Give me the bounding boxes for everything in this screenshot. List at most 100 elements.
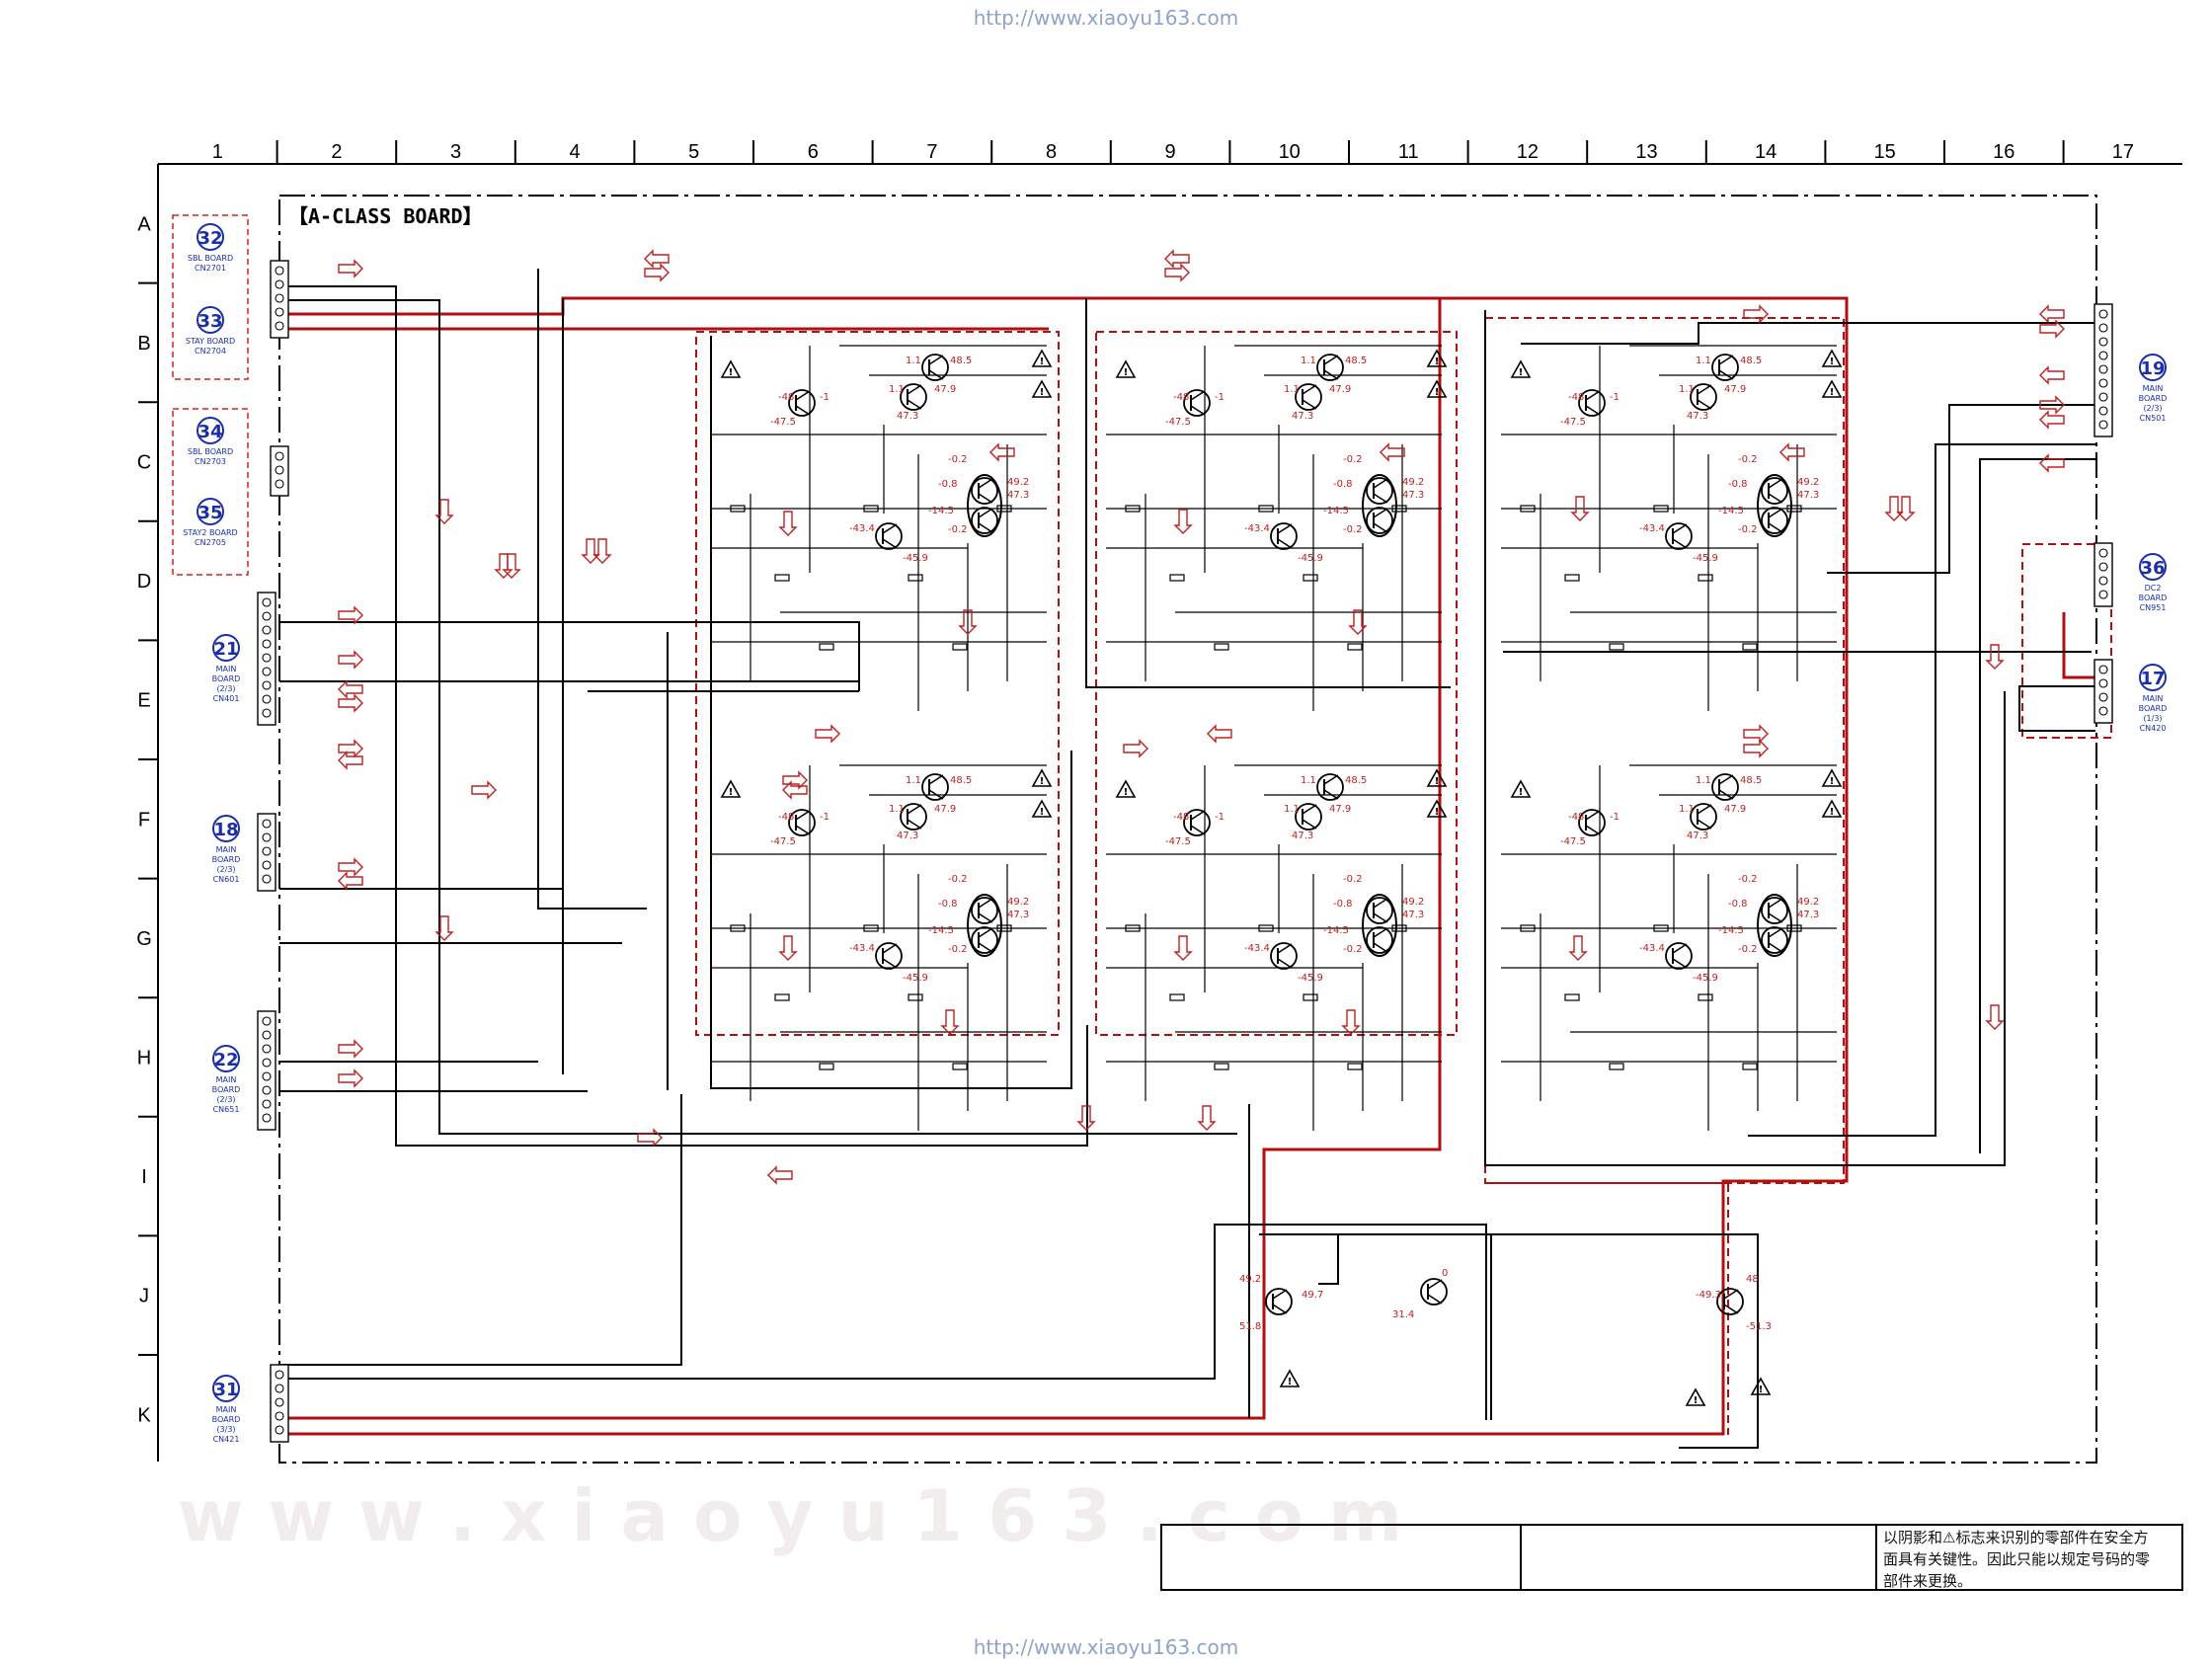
voltage-label: -0.2 bbox=[1738, 524, 1758, 535]
arrow-shape bbox=[2039, 319, 2065, 339]
transistor-symbol bbox=[1711, 773, 1739, 801]
safety-note-line: 面具有关键性。因此只能以规定号码的零 bbox=[1883, 1550, 2151, 1568]
signal-arrow-icon bbox=[2039, 395, 2065, 415]
arrow-shape bbox=[1173, 509, 1193, 534]
arrow-shape bbox=[338, 1069, 363, 1088]
voltage-label: -47.5 bbox=[1165, 417, 1191, 428]
transistor-emitter bbox=[1427, 1294, 1443, 1305]
transistor-symbol bbox=[1295, 803, 1322, 831]
connector-pin bbox=[275, 1425, 284, 1435]
resistor-symbol bbox=[1698, 574, 1713, 582]
output-pair bbox=[967, 474, 1002, 537]
connector-label: BOARD bbox=[2139, 594, 2168, 602]
transistor-emitter bbox=[1277, 958, 1293, 969]
voltage-label: 48.5 bbox=[1345, 356, 1367, 366]
voltage-label: 48 bbox=[1746, 1274, 1759, 1285]
connector-label: CN651 bbox=[213, 1105, 240, 1114]
warning-mark: ! bbox=[1435, 807, 1440, 818]
resistor-symbol bbox=[1520, 924, 1536, 932]
connector-body bbox=[270, 1364, 289, 1443]
transistor-collector bbox=[1672, 523, 1688, 534]
warning-icon bbox=[1821, 349, 1843, 367]
warning-icon bbox=[720, 359, 742, 378]
connector-pin bbox=[2098, 692, 2108, 702]
header-url[interactable]: http://www.xiaoyu163.com bbox=[973, 6, 1239, 30]
warning-mark: ! bbox=[1830, 807, 1835, 818]
arrow-shape bbox=[815, 724, 840, 744]
transistor-emitter bbox=[1272, 1304, 1288, 1314]
connector-number: 18 bbox=[213, 820, 238, 840]
signal-arrow-icon bbox=[815, 724, 840, 744]
connector-number: 31 bbox=[213, 1380, 238, 1400]
resistor-symbol bbox=[1214, 1063, 1229, 1070]
arrow-shape bbox=[1123, 739, 1148, 758]
transistor-emitter bbox=[1585, 825, 1601, 835]
arrow-shape bbox=[782, 780, 808, 800]
voltage-label: 1.1 bbox=[906, 775, 921, 786]
transistor-emitter bbox=[1373, 912, 1388, 923]
connector-label: BOARD bbox=[212, 855, 241, 864]
column-label: 17 bbox=[2112, 141, 2134, 163]
resistor-symbol bbox=[952, 1063, 968, 1070]
connector-label: CN420 bbox=[2140, 724, 2167, 733]
connector-number-badge bbox=[212, 634, 240, 662]
voltage-label: -0.8 bbox=[938, 479, 958, 490]
connector-label: BOARD bbox=[2139, 704, 2168, 713]
connector-pin bbox=[275, 465, 284, 475]
connector-number-badge bbox=[212, 1375, 240, 1402]
resistor-symbol bbox=[1742, 643, 1758, 651]
connector-pin bbox=[262, 1085, 272, 1095]
signal-arrow-icon bbox=[1743, 739, 1769, 758]
voltage-label: 1.1 bbox=[1696, 356, 1711, 366]
transistor-collector bbox=[1302, 804, 1317, 815]
transistor-symbol bbox=[1265, 1288, 1293, 1315]
footer-url[interactable]: http://www.xiaoyu163.com bbox=[973, 1635, 1239, 1659]
warning-mark: ! bbox=[1040, 356, 1045, 367]
resistor-symbol bbox=[1742, 1063, 1758, 1070]
transistor-collector bbox=[1585, 810, 1601, 821]
resistor-symbol bbox=[908, 993, 923, 1001]
connector-number: 19 bbox=[2140, 358, 2165, 379]
connector-pin bbox=[2098, 378, 2108, 388]
voltage-label: -0.2 bbox=[948, 524, 968, 535]
transistor-collector bbox=[1190, 390, 1206, 401]
transistor-symbol bbox=[1690, 383, 1717, 411]
row-label: E bbox=[137, 690, 150, 712]
amplifier-channel: !!! bbox=[1106, 345, 1448, 711]
transistor-symbol bbox=[875, 942, 903, 970]
voltage-label: 49.7 bbox=[1302, 1290, 1323, 1301]
resistor-symbol bbox=[996, 505, 1012, 513]
signal-arrow-icon bbox=[1341, 1009, 1361, 1035]
connector-pin bbox=[2098, 665, 2108, 674]
transistor-collector bbox=[978, 898, 993, 909]
voltage-label: 1.1 bbox=[1301, 356, 1316, 366]
voltage-label: -1 bbox=[1610, 392, 1620, 403]
connector-frame bbox=[172, 214, 249, 380]
resistor-symbol bbox=[730, 924, 746, 932]
arrow-shape bbox=[778, 511, 798, 536]
voltage-label: -48 bbox=[778, 812, 794, 823]
column-label: 9 bbox=[1165, 141, 1176, 163]
warning-icon bbox=[1750, 1377, 1772, 1395]
transistor-emitter bbox=[1302, 399, 1317, 410]
transistor-collector bbox=[907, 804, 922, 815]
transistor-collector bbox=[882, 943, 898, 954]
arrow-shape bbox=[1896, 496, 1916, 521]
arrow-shape bbox=[1985, 1004, 2005, 1030]
signal-arrow-icon bbox=[778, 935, 798, 961]
arrow-shape bbox=[1207, 724, 1232, 744]
arrow-shape bbox=[644, 249, 670, 269]
warning-mark: ! bbox=[1830, 776, 1835, 787]
signal-arrow-icon bbox=[2039, 365, 2065, 385]
voltage-label: 0 bbox=[1442, 1268, 1448, 1279]
voltage-label: 49.2 bbox=[1402, 897, 1424, 908]
arrow-shape bbox=[338, 650, 363, 670]
arrow-shape bbox=[1164, 249, 1190, 269]
connector-pin bbox=[262, 874, 272, 884]
arrow-shape bbox=[494, 553, 514, 579]
amplifier-channel: !!! bbox=[1501, 345, 1843, 711]
row-label: A bbox=[137, 213, 151, 235]
arrow-shape bbox=[1743, 304, 1769, 324]
voltage-label: 1.1 bbox=[1301, 775, 1316, 786]
voltage-label: 1.1 bbox=[889, 384, 905, 395]
